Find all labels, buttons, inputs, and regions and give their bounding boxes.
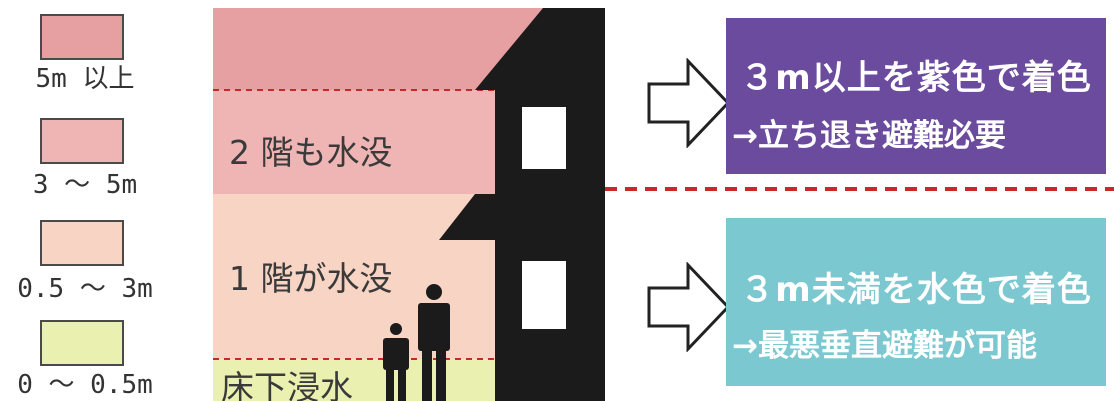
- legend-label-0-05m: 0 ～ 0.5m: [0, 364, 170, 401]
- depth-diagram: 2 階も水没 1 階が水没 床下浸水: [213, 8, 605, 401]
- callout-top-box: ３m以上を紫色で着色 →立ち退き避難必要: [726, 18, 1106, 174]
- hollow-right-arrow-icon: [646, 58, 732, 148]
- legend-label-05-3m: 0.5 ～ 3m: [0, 268, 170, 305]
- legend-label-3-5m: 3 ～ 5m: [10, 164, 160, 201]
- legend-swatch-0-05m: [40, 320, 124, 366]
- person-silhouette-icon: [381, 323, 411, 401]
- legend-swatch-05-3m: [40, 220, 124, 266]
- band-label-underfloor: 床下浸水: [221, 361, 353, 401]
- hollow-right-arrow-icon: [646, 262, 732, 352]
- person-silhouette-icon: [415, 284, 453, 401]
- band-label-floor2: 2 階も水没: [229, 126, 393, 174]
- legend-swatch-3-5m: [40, 118, 124, 164]
- callout-bottom-box: ３m未満を水色で着色 →最悪垂直避難が可能: [726, 218, 1106, 386]
- divider-line: [605, 186, 1114, 192]
- legend-label-5m-plus: 5m 以上: [10, 58, 160, 95]
- callout-top-line1: ３m以上を紫色で着色: [726, 50, 1106, 99]
- callout-top-line2: →立ち退き避難必要: [732, 110, 1006, 155]
- callout-bottom-line2: →最悪垂直避難が可能: [732, 320, 1037, 365]
- band-label-floor1: 1 階が水没: [229, 252, 393, 300]
- callout-bottom-line1: ３m未満を水色で着色: [726, 262, 1106, 311]
- legend-swatch-5m-plus: [40, 14, 124, 60]
